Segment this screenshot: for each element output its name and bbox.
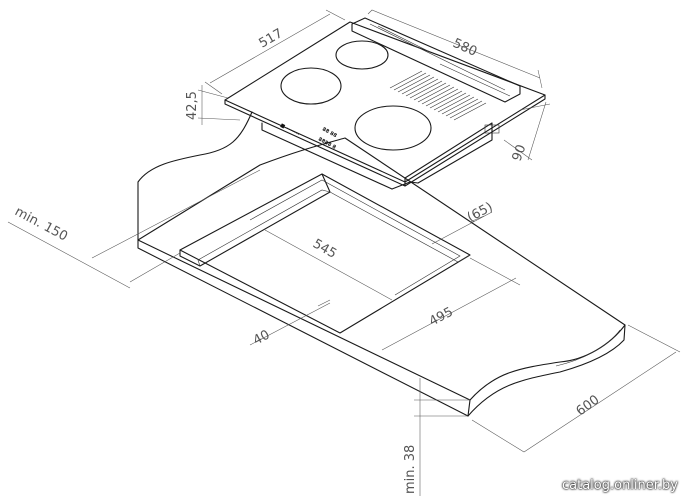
hob-bracket xyxy=(484,124,500,134)
dim-front-margin: 40 xyxy=(251,328,273,349)
hob-body-lower xyxy=(391,181,419,190)
dim-42-5: 42,5 xyxy=(185,85,241,125)
dim-worktop-depth: 600 xyxy=(574,393,603,420)
cutout xyxy=(179,173,471,334)
worktop-right-edge xyxy=(467,324,626,417)
hob-body xyxy=(261,122,493,190)
worktop-back-wave xyxy=(137,111,253,241)
worktop-top-surface xyxy=(137,137,626,401)
cooking-zone-front-right xyxy=(354,105,432,151)
cutout-inner-walls xyxy=(197,189,471,267)
dim-side-offset: (65) xyxy=(465,200,496,226)
dim-40: 40 xyxy=(249,299,331,349)
dim-worktop-thickness: min. 38 xyxy=(403,445,418,494)
dim-min-38: min. 38 xyxy=(403,378,470,496)
dim-hob-height: 42,5 xyxy=(185,91,200,120)
cooking-zone-back-left xyxy=(335,40,389,70)
dim-cutout-depth: 495 xyxy=(427,305,456,330)
dim-517: 517 xyxy=(204,9,346,95)
dim-hob-width: 580 xyxy=(450,36,479,60)
worktop-front-face xyxy=(137,239,471,417)
vent-grille xyxy=(389,70,487,121)
extraction-vent xyxy=(351,17,521,103)
dim-580: 580 xyxy=(367,9,543,89)
dim-wall-clearance: min. 150 xyxy=(12,204,70,244)
worktop-right-edge-inner xyxy=(555,329,621,367)
dim-total-depth: 90 xyxy=(510,143,530,164)
watermark: catalog.onliner.by xyxy=(561,478,678,493)
dim-495: 495 xyxy=(381,257,521,351)
worktop xyxy=(137,111,626,417)
dim-65: (65) xyxy=(431,200,496,245)
dim-cutout-width: 545 xyxy=(310,236,339,261)
dim-90: 90 xyxy=(503,101,551,164)
dim-545: 545 xyxy=(264,229,393,301)
extraction-vent-slot xyxy=(369,23,511,97)
cutout-floor xyxy=(249,179,461,296)
cooking-zone-front-left xyxy=(280,67,342,105)
